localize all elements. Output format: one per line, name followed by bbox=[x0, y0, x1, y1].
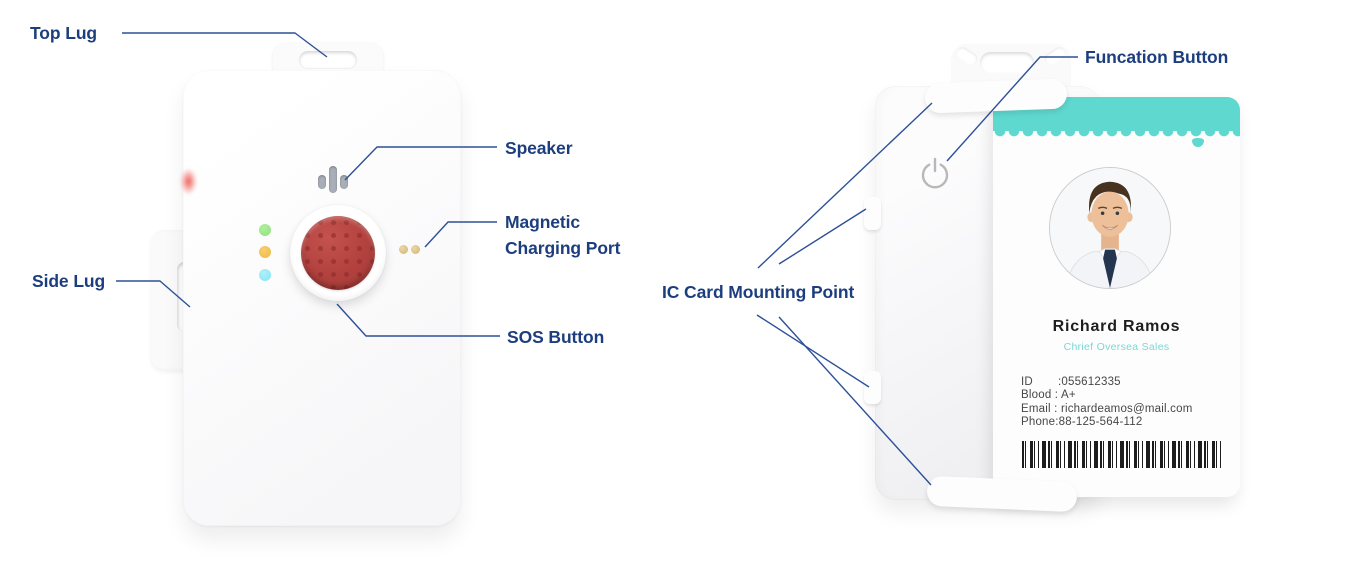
top-lug-slot bbox=[299, 51, 357, 69]
red-indicator-glow bbox=[180, 168, 197, 195]
annotation-magnetic-charging-port: Magnetic Charging Port bbox=[505, 212, 621, 258]
info-line-blood: Blood : A+ bbox=[1021, 389, 1076, 402]
speaker-icon bbox=[329, 166, 337, 193]
barcode bbox=[1022, 441, 1222, 468]
sos-button bbox=[301, 216, 375, 290]
led-green bbox=[259, 224, 271, 236]
annotation-speaker: Speaker bbox=[505, 138, 573, 158]
card-header-droplet bbox=[1192, 138, 1204, 147]
charging-contact-right bbox=[411, 245, 420, 254]
sos-button-ring bbox=[290, 205, 386, 301]
speaker-icon bbox=[340, 175, 348, 189]
employee-title: Chrief Oversea Sales bbox=[1063, 341, 1170, 353]
info-line-phone: Phone:88-125-564-112 bbox=[1021, 416, 1143, 429]
mounting-tab-upper bbox=[864, 197, 881, 230]
info-line-email: Email : richardeamos@mail.com bbox=[1021, 402, 1193, 415]
mounting-tab-lower bbox=[864, 371, 881, 404]
speaker-icon bbox=[318, 175, 326, 189]
led-cyan bbox=[259, 269, 271, 281]
annotation-top-lug: Top Lug bbox=[30, 23, 98, 43]
power-button-icon bbox=[921, 157, 949, 189]
id-card: Richard Ramos Chrief Oversea Sales ID:05… bbox=[993, 97, 1240, 497]
info-line-id: ID:055612335 bbox=[1021, 376, 1121, 388]
annotation-ic-card-mounting-point: IC Card Mounting Point bbox=[662, 282, 855, 302]
card-header-wave bbox=[993, 131, 1240, 138]
employee-info: ID:055612335 Blood : A+ Email : richarde… bbox=[1021, 376, 1193, 430]
charging-contact-left bbox=[399, 245, 408, 254]
hanger-slot bbox=[980, 52, 1034, 73]
annotation-function-button: Funcation Button bbox=[1085, 47, 1229, 67]
employee-photo bbox=[1049, 167, 1171, 289]
employee-name: Richard Ramos bbox=[1052, 318, 1181, 335]
annotation-sos-button: SOS Button bbox=[507, 327, 605, 347]
portrait-illustration bbox=[1050, 168, 1170, 288]
annotation-side-lug: Side Lug bbox=[32, 271, 106, 291]
led-amber bbox=[259, 246, 271, 258]
device-front-body bbox=[180, 70, 461, 526]
